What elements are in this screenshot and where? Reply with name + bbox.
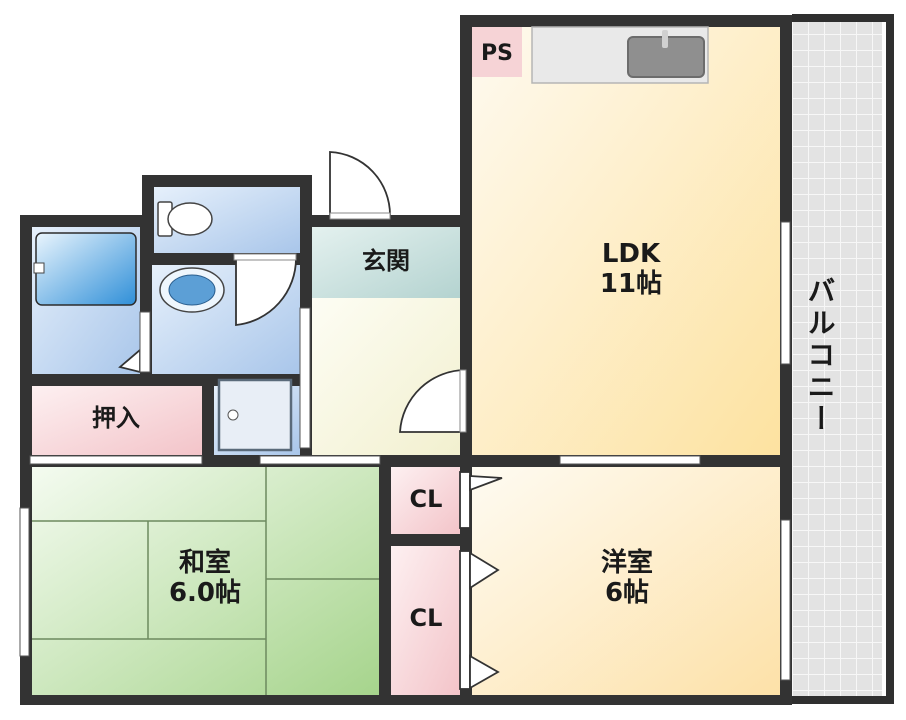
window-openings [19,221,791,681]
washbasin-bowl-icon [168,274,216,306]
room-washitsu-label: 和室 6.0帖 [150,548,260,609]
ldk-floor [472,27,780,455]
washitsu-name: 和室 [178,548,231,578]
bath-faucet-icon [33,262,45,274]
washitsu-size: 6.0帖 [168,577,242,608]
pipe-space-label: PS [481,41,513,66]
genkan-tile [312,227,460,298]
ldk-size: 11帖 [599,268,663,299]
yoshitsu-floor [472,467,780,695]
room-genkan-label: 玄関 [346,247,426,276]
balcony-label: バルコニー [804,276,837,436]
closet-upper-name: CL [409,485,443,513]
balcony-area [792,18,882,698]
yoshitsu-name: 洋室 [600,548,653,578]
bathtub-icon [35,232,137,306]
closet-upper [391,467,460,534]
oshiire [32,386,202,455]
tatami-lines [32,467,379,695]
room-oshiire-label: 押入 [76,404,156,433]
closet-lower-name: CL [409,604,443,632]
faucet-icon [662,30,668,48]
balcony-rail [792,14,894,704]
washitsu-floor [32,467,379,695]
room-yoshitsu-label: 洋室 6帖 [582,548,672,609]
door-swings [118,151,467,433]
closet-lower-label: CL [398,604,454,633]
closet-upper-label: CL [398,485,454,514]
closet-lower [391,546,460,695]
yoshitsu-size: 6帖 [604,577,650,608]
closet-door-icons [459,471,503,690]
room-ldk-label: LDK 11帖 [586,239,676,300]
pipe-space [472,27,522,77]
toilet-icon [157,201,213,237]
ldk-name: LDK [601,239,661,269]
genkan-name: 玄関 [362,247,410,275]
oshiire-name: 押入 [92,404,140,432]
drain-icon [227,409,239,421]
